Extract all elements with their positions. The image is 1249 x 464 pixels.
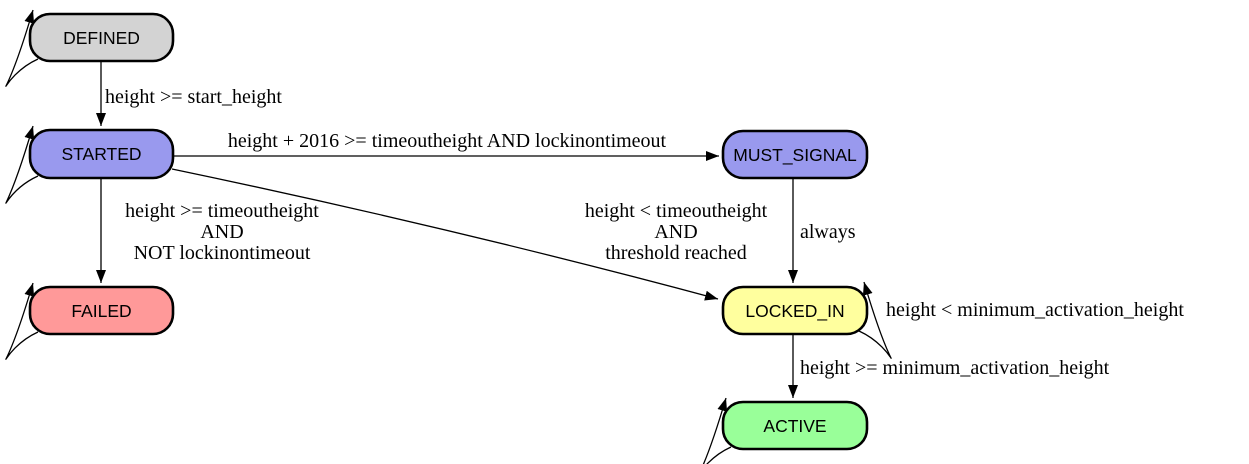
state-locked-in: LOCKED_IN [721, 285, 869, 336]
transition-defined-to-started-label: height >= start_height [105, 86, 282, 108]
transition-locked-in-to-active-label: height >= minimum_activation_height [800, 357, 1110, 379]
state-started-label: STARTED [61, 144, 141, 164]
state-locked-in-label: LOCKED_IN [745, 301, 844, 322]
state-must-signal-shape [721, 129, 869, 180]
state-must-signal-label: MUST_SIGNAL [733, 145, 857, 166]
transition-started-to-must-signal-label: height + 2016 >= timeoutheight AND locki… [228, 130, 667, 152]
state-started-shape [28, 128, 175, 180]
self-loop-locked-in-arrow [858, 281, 892, 359]
transition-started-to-locked-in-label: height < timeoutheight AND threshold rea… [585, 200, 768, 264]
transition-started-to-failed-label-line3: NOT lockinontimeout [134, 242, 311, 264]
state-defined-shape [28, 12, 175, 63]
self-loop-defined-arrow [5, 9, 39, 87]
state-must-signal: MUST_SIGNAL [721, 129, 869, 180]
state-active-shape [721, 400, 869, 451]
transition-started-to-failed-label-line1: height >= timeoutheight [125, 200, 319, 222]
state-failed-label: FAILED [71, 301, 131, 321]
state-failed: FAILED [28, 285, 175, 336]
state-started: STARTED [28, 128, 175, 180]
transition-started-to-locked-in-label-line3: threshold reached [605, 242, 747, 264]
state-failed-shape [28, 285, 175, 336]
transition-started-to-failed-label: height >= timeoutheight AND NOT lockinon… [125, 200, 319, 264]
self-loop-active-arrow [702, 397, 732, 464]
self-loop-failed-arrow [5, 282, 39, 360]
self-loop-started-arrow [5, 125, 39, 204]
state-defined-label: DEFINED [63, 28, 140, 48]
transition-started-to-locked-in-arrow [171, 168, 719, 301]
transition-must-signal-to-locked-in-label: always [800, 221, 856, 243]
state-locked-in-shape [721, 285, 869, 336]
self-loop-locked-in-label: height < minimum_activation_height [886, 299, 1184, 321]
state-active: ACTIVE [721, 400, 869, 451]
transition-started-to-failed-label-line2: AND [200, 221, 243, 243]
state-active-label: ACTIVE [763, 416, 826, 436]
transition-started-to-locked-in-label-line2: AND [654, 221, 697, 243]
state-defined: DEFINED [28, 12, 175, 63]
transition-started-to-locked-in-label-line1: height < timeoutheight [585, 200, 768, 222]
